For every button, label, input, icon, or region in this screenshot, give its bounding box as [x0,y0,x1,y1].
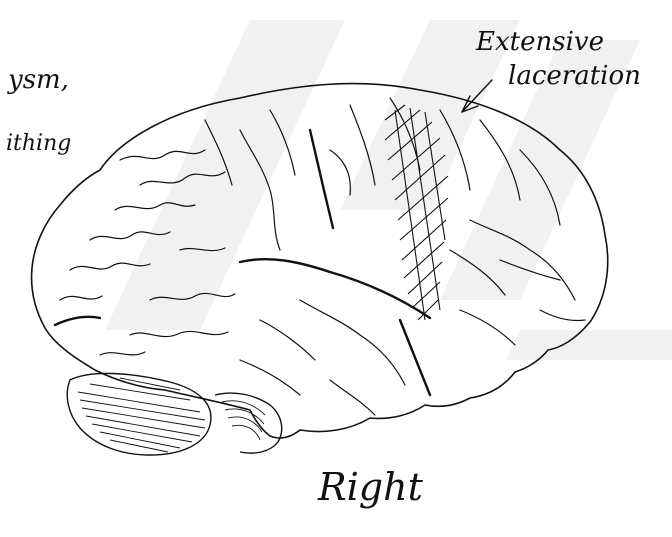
brainstem [215,393,282,453]
hemisphere-label: Right [317,465,424,509]
annotation-top-right-1: Extensive [475,27,604,57]
annotation-top-left-1: ysm, [7,65,69,95]
annotation-top-left-2: ithing [6,131,71,156]
annotation-top-right-2: laceration [508,61,641,91]
